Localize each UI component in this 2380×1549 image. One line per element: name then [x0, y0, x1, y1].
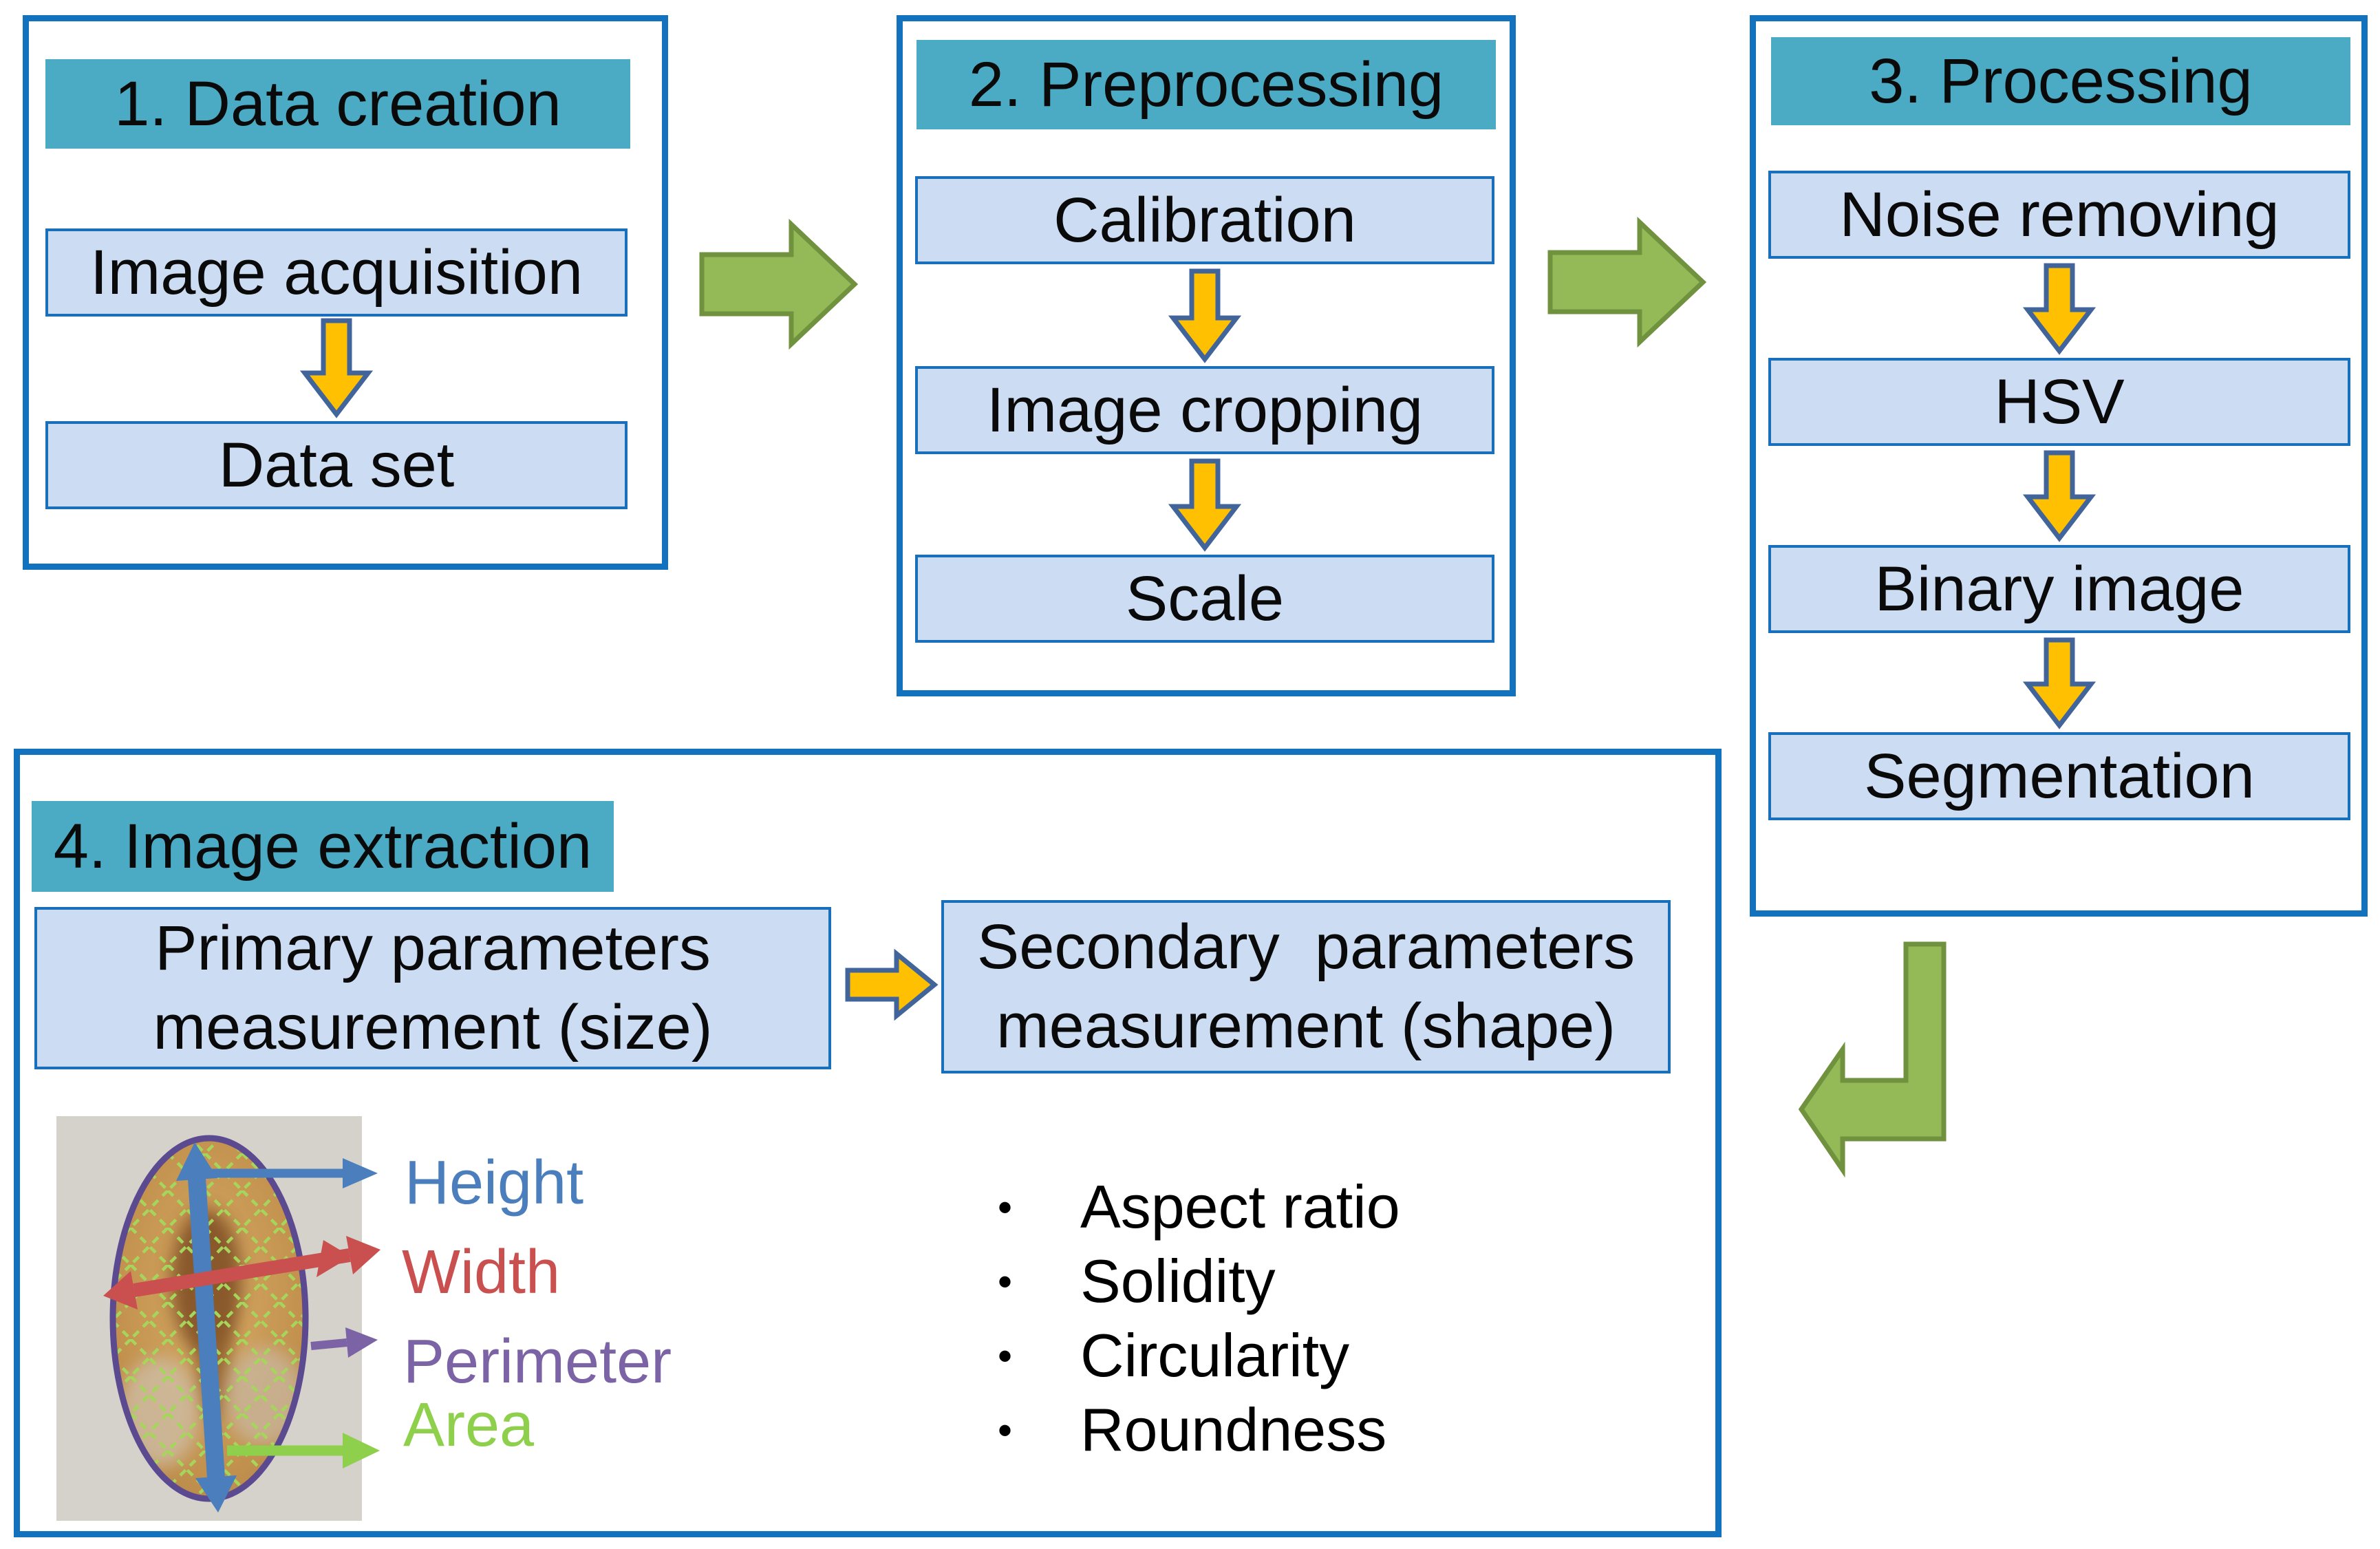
step-image-acquisition: Image acquisition — [45, 228, 628, 317]
primary-parameters-line1: Primary parameters — [155, 913, 711, 983]
secondary-parameters-line2: measurement (shape) — [996, 991, 1616, 1061]
bullet-icon: • — [998, 1332, 1013, 1379]
panel-4-header: 4. Image extraction — [32, 801, 614, 892]
step-image-cropping: Image cropping — [915, 366, 1494, 454]
bullet-icon: • — [998, 1258, 1013, 1305]
bullet-solidity: Solidity — [1080, 1247, 1276, 1315]
fruit-cross-section-photo — [56, 1116, 362, 1521]
step-calibration: Calibration — [915, 176, 1494, 264]
bullet-roundness: Roundness — [1080, 1396, 1387, 1464]
bullet-circularity: Circularity — [1080, 1321, 1350, 1389]
step-binary-image: Binary image — [1768, 545, 2350, 633]
primary-parameters-line2: measurement (size) — [153, 992, 713, 1062]
flow-arrow-icon — [699, 218, 859, 350]
box-secondary-parameters: Secondary parameters measurement (shape) — [941, 900, 1671, 1073]
step-segmentation: Segmentation — [1768, 732, 2350, 820]
panel-2-header: 2. Preprocessing — [916, 40, 1496, 129]
fruit-photo-graphic — [56, 1116, 362, 1521]
bullet-icon: • — [998, 1184, 1013, 1230]
shape-parameter-list: • Aspect ratio • Solidity • Circularity … — [991, 1170, 1720, 1467]
bent-return-arrow-icon — [1798, 941, 1947, 1178]
label-perimeter: Perimeter — [403, 1327, 672, 1396]
list-item: • Circularity — [991, 1318, 1720, 1393]
label-width: Width — [402, 1238, 561, 1307]
flow-arrow-icon — [1547, 216, 1707, 348]
panel-1-header: 1. Data creation — [45, 59, 630, 149]
step-scale: Scale — [915, 555, 1494, 643]
label-area: Area — [403, 1391, 535, 1460]
step-data-set: Data set — [45, 421, 628, 509]
panel-3-header: 3. Processing — [1771, 37, 2350, 125]
list-item: • Roundness — [991, 1393, 1720, 1467]
secondary-parameters-line1: Secondary parameters — [976, 912, 1636, 982]
bullet-icon: • — [998, 1407, 1013, 1453]
list-item: • Aspect ratio — [991, 1170, 1720, 1244]
bullet-aspect-ratio: Aspect ratio — [1080, 1173, 1400, 1241]
list-item: • Solidity — [991, 1244, 1720, 1318]
box-primary-parameters: Primary parameters measurement (size) — [34, 907, 831, 1069]
step-noise-removing: Noise removing — [1768, 171, 2350, 259]
label-height: Height — [405, 1149, 584, 1217]
step-hsv: HSV — [1768, 358, 2350, 446]
